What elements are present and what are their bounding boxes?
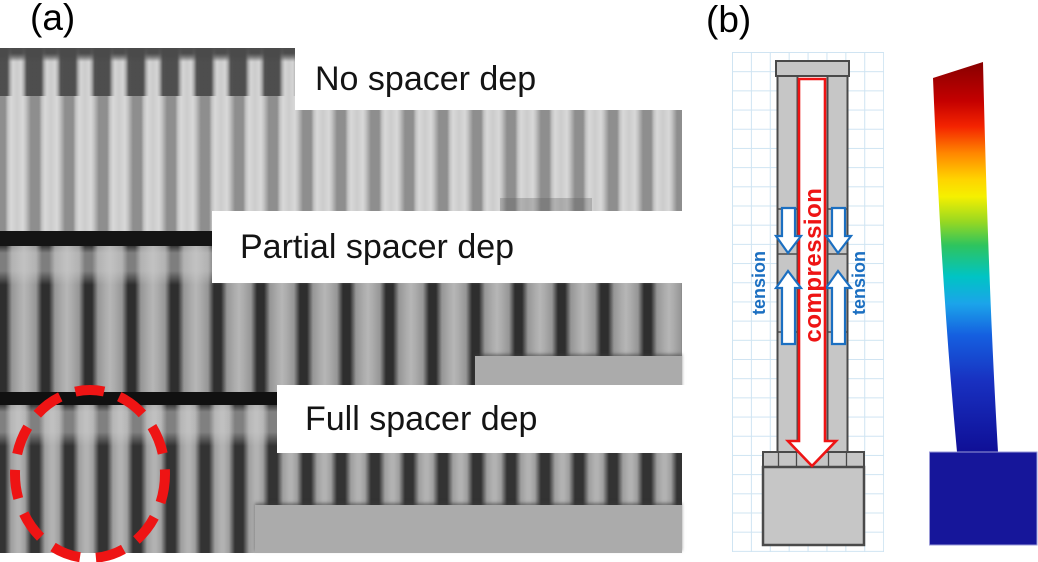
caption-full-spacer-text: Full spacer dep (305, 399, 538, 438)
tension-arrow-up-left (773, 269, 804, 346)
tension-left-label: tension (749, 251, 769, 315)
tension-arrow-down-right (823, 206, 854, 255)
compression-label: compression (800, 188, 827, 343)
fem-base-block (929, 451, 1038, 546)
pillar-stress-schematic: compression tension tension (732, 52, 884, 552)
base-block (761, 465, 866, 547)
spacer-rail-left (776, 74, 799, 453)
fem-bent-column (933, 62, 998, 452)
spacer-rail-right (826, 74, 849, 453)
pillar-cap (775, 60, 850, 77)
compression-arrow (784, 77, 840, 468)
tension-arrow-up-right (823, 269, 854, 346)
red-dashed-ellipse (10, 385, 170, 562)
fem-simulation (929, 62, 1038, 546)
caption-partial-spacer-text: Partial spacer dep (240, 227, 515, 266)
panel-b-label: (b) (706, 0, 752, 40)
caption-no-spacer: No spacer dep (295, 48, 702, 110)
panel-a-label: (a) (30, 0, 76, 38)
caption-no-spacer-text: No spacer dep (315, 59, 537, 98)
highlight-ellipse-layer (10, 385, 170, 562)
rail-extensions (777, 452, 848, 467)
tension-arrow-down-left (773, 206, 804, 255)
caption-full-spacer: Full spacer dep (277, 385, 710, 453)
tension-right-label: tension (849, 251, 869, 315)
schematic-drawing: compression tension tension (749, 60, 869, 547)
sem3-substrate (255, 505, 682, 553)
caption-partial-spacer: Partial spacer dep (212, 211, 710, 283)
